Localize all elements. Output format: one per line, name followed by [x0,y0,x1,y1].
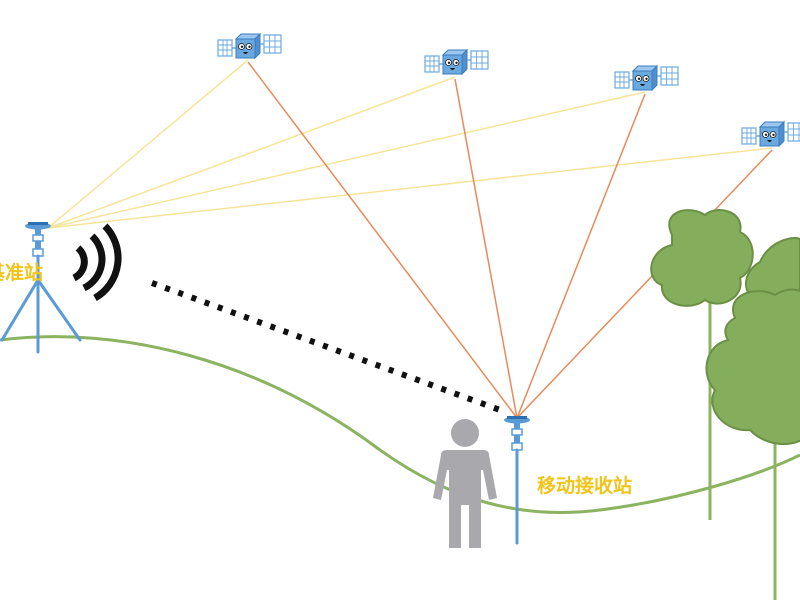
satellite-icon [741,121,800,147]
satellite-icon [614,65,679,91]
data-link-dots [150,280,502,413]
rover-station [503,415,531,545]
person-icon [433,419,497,548]
rover-signal-line-1 [247,61,518,419]
radio-wave-icon [72,223,122,302]
terrain-line [0,335,800,514]
base-signal-line-4 [47,147,773,229]
base-station [0,221,82,354]
base-station-label: 基准站 [0,262,44,284]
rover-signal-line-2 [454,78,518,419]
base-signal-line-3 [47,91,646,229]
gnss-receiver-icon [24,221,52,257]
base-signal-line-2 [47,76,456,229]
satellite-icon [217,33,282,59]
rover-station-label: 移动接收站 [537,475,633,497]
satellite-1 [217,33,282,59]
base-signal-line-1 [47,59,249,229]
rover-signal-line-4 [516,149,773,419]
tree-icon [705,236,800,600]
base-signal-lines [47,59,773,229]
gnss-receiver-icon [503,415,531,451]
satellite-2 [424,49,489,75]
satellite-4 [741,121,800,147]
tripod [0,254,82,354]
satellite-3 [614,65,679,91]
rover-signal-line-3 [516,93,646,419]
rover-signal-lines [247,61,773,419]
tree-icon [650,209,754,520]
satellite-icon [424,49,489,75]
